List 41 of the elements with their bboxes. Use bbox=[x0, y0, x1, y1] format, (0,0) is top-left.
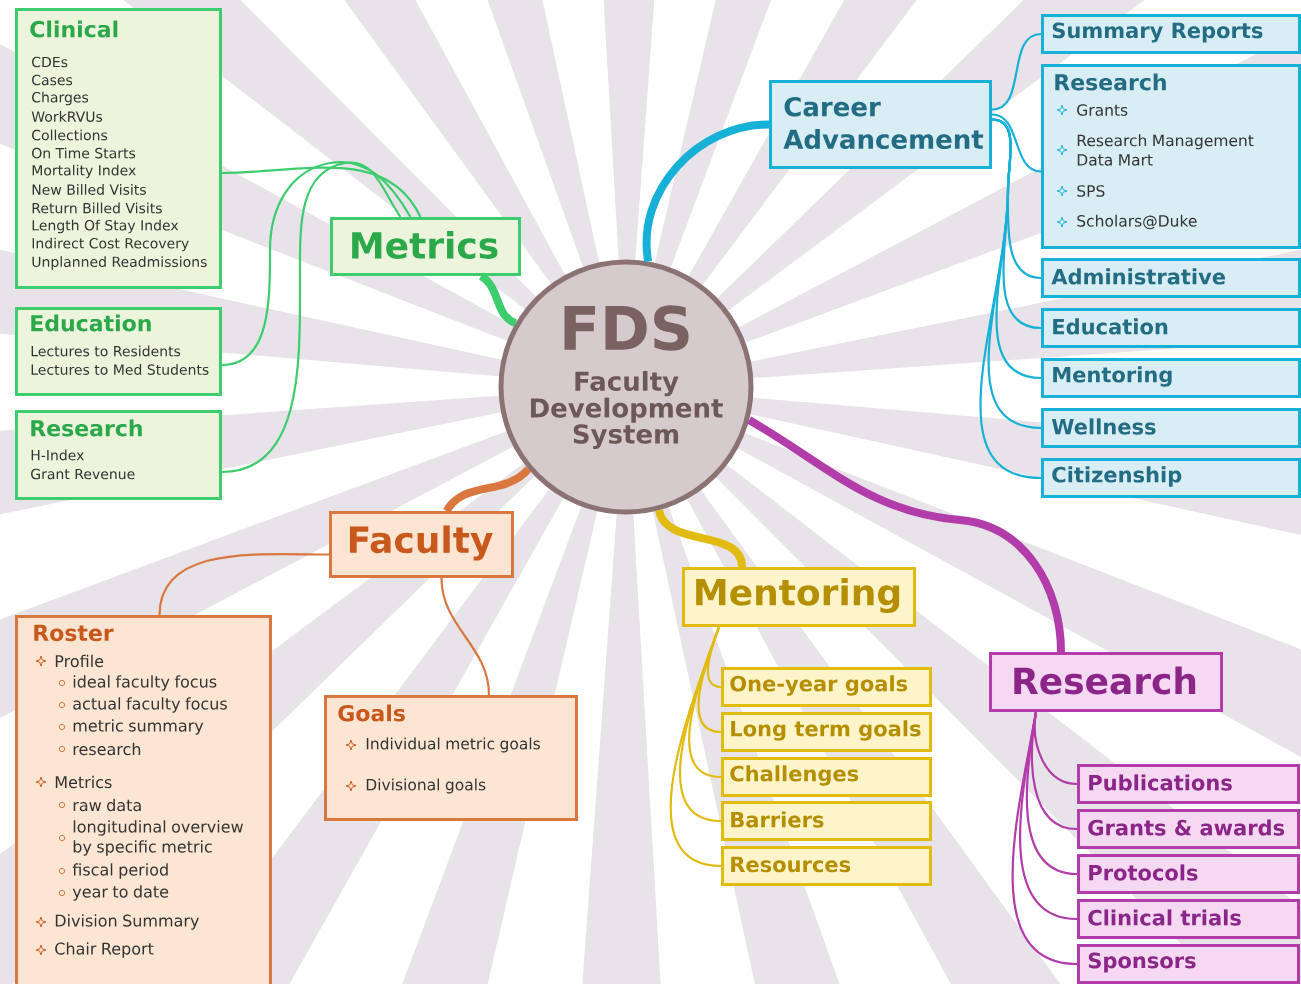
leaf-box: Publications bbox=[1077, 764, 1300, 804]
leaf-box: Long term goals bbox=[721, 712, 932, 752]
connector bbox=[158, 553, 330, 616]
connector bbox=[221, 161, 402, 474]
leaf-box: Grants & awards bbox=[1077, 809, 1300, 849]
leaf-box: Challenges bbox=[721, 757, 932, 797]
category-box: Roster Profile ideal faculty focus actual faculty focus metric summary research Metrics raw data longitudinal overview by specific metric fiscal period year to date Division Summary Chair Report bbox=[15, 615, 272, 984]
topic-box: Career Advancement bbox=[769, 80, 992, 169]
leaf-box: Clinical trials bbox=[1077, 899, 1300, 939]
leaf-box: Mentoring bbox=[1041, 358, 1301, 398]
leaf-box: Resources bbox=[721, 846, 932, 886]
category-box: Goals Individual metric goals Divisional goals bbox=[324, 695, 578, 821]
category-box: Education Lectures to Residents Lectures to Med Students bbox=[15, 307, 222, 396]
topic-box: Metrics bbox=[330, 217, 521, 276]
leaf-box: Summary Reports bbox=[1041, 14, 1301, 54]
leaf-box: Education bbox=[1041, 308, 1301, 348]
category-box: Clinical CDEs Cases Charges WorkRVUs Collections On Time Starts Mortality Index New Billed Visits Return Billed Visits Length Of Stay Index Indirect Cost Recovery Unplanned Readmissions bbox=[15, 8, 222, 289]
connector bbox=[443, 466, 532, 514]
connector bbox=[991, 113, 1042, 173]
leaf-box: Sponsors bbox=[1077, 944, 1300, 984]
category-box: Research H-Index Grant Revenue bbox=[15, 410, 222, 500]
connector bbox=[1011, 711, 1078, 966]
connector bbox=[221, 161, 412, 367]
leaf-box: Wellness bbox=[1041, 408, 1301, 448]
topic-box: Mentoring bbox=[682, 567, 916, 627]
topic-box: Faculty bbox=[329, 511, 514, 578]
connector bbox=[221, 166, 422, 218]
connector bbox=[478, 272, 518, 327]
leaf-box: Administrative bbox=[1041, 258, 1301, 298]
topic-box: Research bbox=[989, 652, 1223, 712]
connector bbox=[979, 118, 1042, 480]
connector bbox=[991, 32, 1042, 111]
leaf-box: Protocols bbox=[1077, 854, 1300, 894]
connector bbox=[440, 577, 491, 696]
connector bbox=[747, 416, 1065, 653]
connector bbox=[669, 626, 722, 868]
leaf-box: Barriers bbox=[721, 801, 932, 841]
leaf-box: Citizenship bbox=[1041, 458, 1301, 498]
leaf-box: One-year goals bbox=[721, 667, 932, 707]
connector bbox=[642, 120, 770, 262]
category-box: Research Grants Research Management Data Mart SPS Scholars@Duke bbox=[1041, 64, 1301, 249]
